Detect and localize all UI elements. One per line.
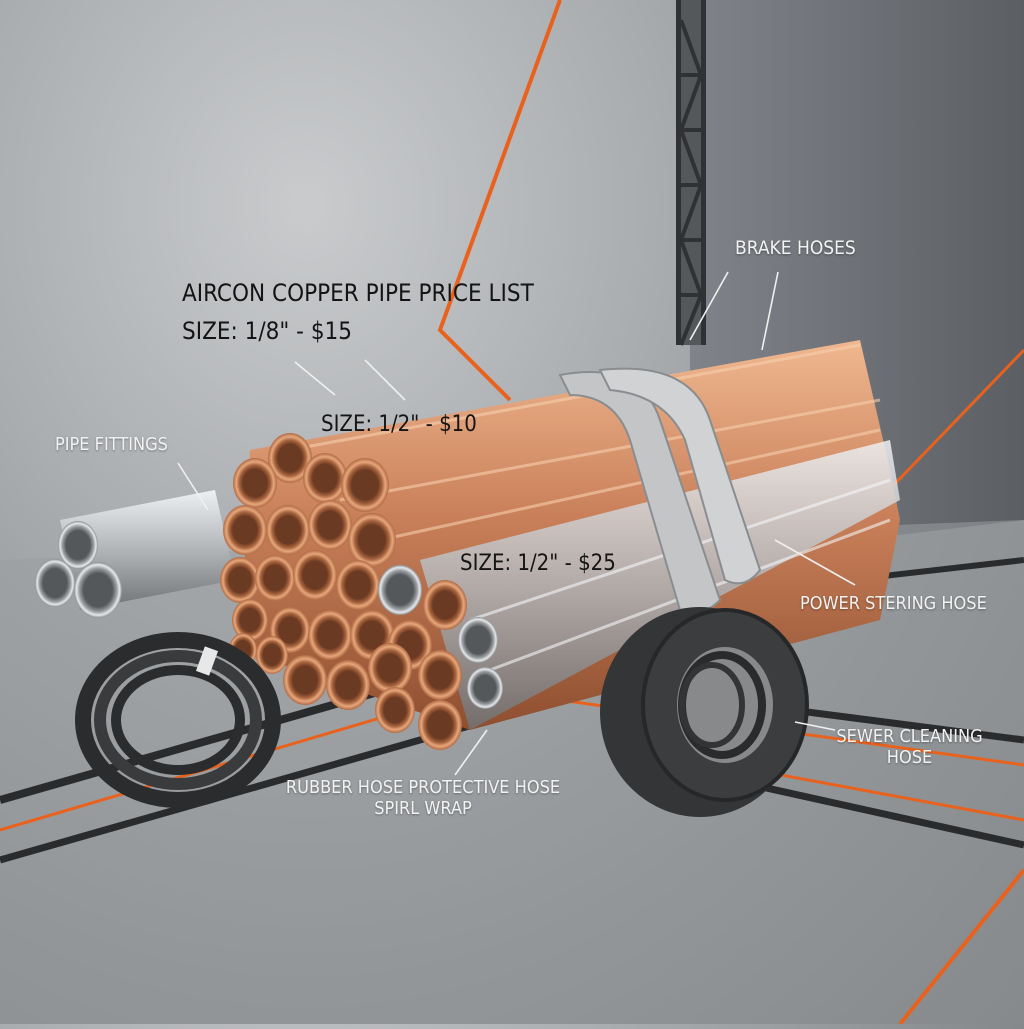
label-sewer-cleaning-hose: SEWER CLEANING HOSE <box>832 726 987 768</box>
pipe-fittings <box>35 490 235 618</box>
label-rubber-line2: SPIRL WRAP <box>374 797 472 819</box>
price-size-half-25: SIZE: 1/2" - $25 <box>460 551 616 576</box>
pipe-ends <box>220 433 503 750</box>
truss-column <box>676 0 706 346</box>
label-power-steering-hose: POWER STERING HOSE <box>800 593 987 614</box>
accent-line <box>437 0 562 402</box>
label-sewer-line2: HOSE <box>886 746 933 768</box>
label-pipe-fittings: PIPE FITTINGS <box>55 434 168 455</box>
label-sewer-line1: SEWER CLEANING <box>836 726 983 747</box>
label-brake-hoses: BRAKE HOSES <box>735 237 856 259</box>
sewer-hose-coil <box>600 607 809 817</box>
label-rubber-hose-spiral-wrap: RUBBER HOSE PROTECTIVE HOSE SPIRL WRAP <box>282 777 564 819</box>
price-list-title: AIRCON COPPER PIPE PRICE LIST <box>182 279 534 307</box>
price-size-half-10: SIZE: 1/2" - $10 <box>321 412 477 437</box>
label-rubber-line1: RUBBER HOSE PROTECTIVE HOSE <box>285 777 561 798</box>
spiral-wrap-coil <box>75 632 281 808</box>
leader-lines <box>177 271 856 776</box>
price-size-eighth: SIZE: 1/8" - $15 <box>182 317 353 345</box>
